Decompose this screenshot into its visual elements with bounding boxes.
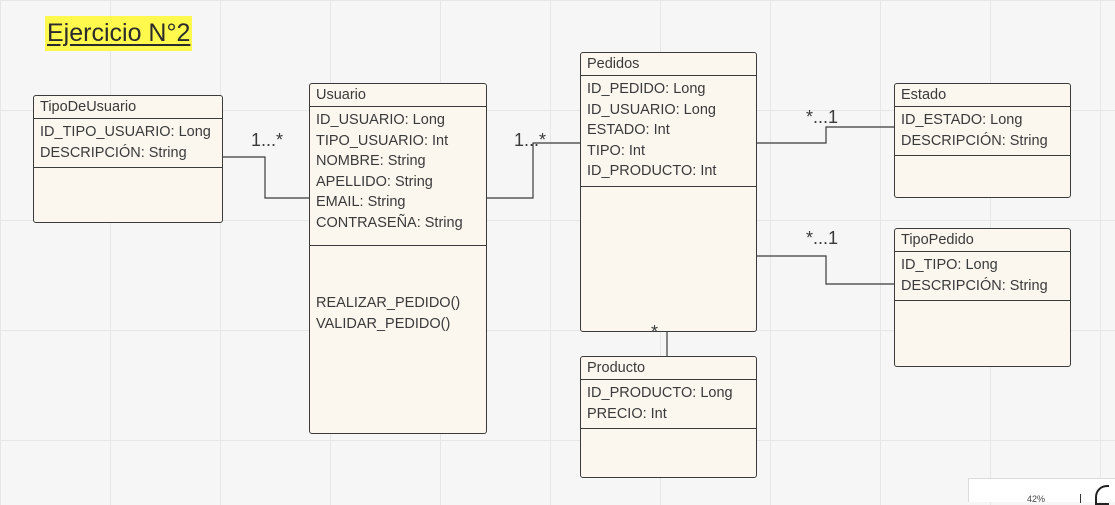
class-attributes: ID_ESTADO: Long DESCRIPCIÓN: String: [895, 107, 1070, 156]
class-name: TipoPedido: [895, 229, 1070, 252]
attribute: ID_ESTADO: Long: [901, 112, 1023, 128]
attribute: ID_PRODUCTO: Int: [587, 163, 717, 179]
class-name: Producto: [581, 357, 756, 380]
class-operations: REALIZAR_PEDIDO() VALIDAR_PEDIDO(): [310, 246, 486, 337]
class-name: Estado: [895, 84, 1070, 107]
class-attributes: ID_TIPO_USUARIO: Long DESCRIPCIÓN: Strin…: [34, 119, 222, 168]
class-operations: [895, 156, 1070, 162]
class-producto[interactable]: Producto ID_PRODUCTO: Long PRECIO: Int: [580, 356, 757, 478]
zoom-divider: [1080, 494, 1081, 503]
zoom-control[interactable]: 42%: [968, 478, 1115, 505]
class-tipo-de-usuario[interactable]: TipoDeUsuario ID_TIPO_USUARIO: Long DESC…: [33, 95, 223, 223]
attribute: EMAIL: String: [316, 194, 406, 210]
class-estado[interactable]: Estado ID_ESTADO: Long DESCRIPCIÓN: Stri…: [894, 83, 1071, 198]
class-operations: [34, 168, 222, 174]
attribute: APELLIDO: String: [316, 173, 433, 190]
connector-usuario-pedidos: [486, 142, 580, 199]
operation: REALIZAR_PEDIDO(): [316, 295, 461, 311]
class-operations: [581, 187, 756, 193]
attribute: CONTRASEÑA: String: [316, 214, 463, 231]
class-operations: [581, 429, 756, 435]
attribute: ID_TIPO_USUARIO: Long: [40, 124, 211, 140]
class-name: Usuario: [310, 84, 486, 107]
attribute: ID_PRODUCTO: Long: [587, 385, 733, 401]
connector-pedidos-tipopedido: [756, 255, 894, 285]
attribute: TIPO: Int: [587, 142, 646, 159]
connector-tipousuario-usuario: [222, 156, 309, 199]
attribute: PRECIO: Int: [587, 405, 667, 422]
multiplicity-label: *...1: [806, 107, 839, 127]
class-attributes: ID_TIPO: Long DESCRIPCIÓN: String: [895, 252, 1070, 301]
multiplicity-label: *: [651, 322, 659, 342]
class-tipo-pedido[interactable]: TipoPedido ID_TIPO: Long DESCRIPCIÓN: St…: [894, 228, 1071, 367]
attribute: DESCRIPCIÓN: String: [40, 144, 187, 161]
zoom-widget-icon[interactable]: [1095, 485, 1109, 505]
multiplicity-label: 1...*: [251, 130, 284, 150]
attribute: TIPO_USUARIO: Int: [316, 132, 449, 149]
attribute: ID_USUARIO: Long: [587, 101, 716, 118]
diagram-title: Ejercicio N°2: [45, 16, 193, 51]
attribute: DESCRIPCIÓN: String: [901, 277, 1048, 294]
attribute: ESTADO: Int: [587, 122, 670, 138]
class-name: TipoDeUsuario: [34, 96, 222, 119]
class-pedidos[interactable]: Pedidos ID_PEDIDO: Long ID_USUARIO: Long…: [580, 52, 757, 332]
class-usuario[interactable]: Usuario ID_USUARIO: Long TIPO_USUARIO: I…: [309, 83, 487, 434]
attribute: NOMBRE: String: [316, 153, 426, 169]
attribute: ID_USUARIO: Long: [316, 112, 445, 128]
multiplicity-label: 1...*: [514, 130, 547, 150]
operation: VALIDAR_PEDIDO(): [316, 315, 451, 332]
class-attributes: ID_PRODUCTO: Long PRECIO: Int: [581, 380, 756, 429]
multiplicity-label: *...1: [806, 228, 839, 248]
attribute: ID_PEDIDO: Long: [587, 81, 706, 97]
class-attributes: ID_USUARIO: Long TIPO_USUARIO: Int NOMBR…: [310, 107, 486, 246]
zoom-level: 42%: [1027, 494, 1046, 504]
attribute: DESCRIPCIÓN: String: [901, 132, 1048, 149]
class-attributes: ID_PEDIDO: Long ID_USUARIO: Long ESTADO:…: [581, 76, 756, 187]
attribute: ID_TIPO: Long: [901, 257, 998, 273]
class-operations: [895, 301, 1070, 307]
class-name: Pedidos: [581, 53, 756, 76]
connector-pedidos-estado: [756, 126, 894, 144]
